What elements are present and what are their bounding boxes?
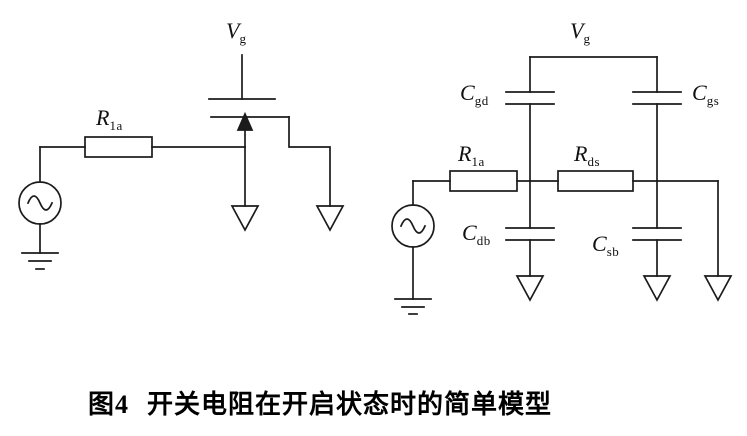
label-vg-right: Vg	[570, 18, 591, 46]
label-r1a-right: R1a	[458, 141, 485, 169]
ac-source-icon	[18, 146, 62, 254]
ground-triangle-icon	[230, 205, 260, 232]
ground-triangle-icon	[515, 275, 545, 302]
resistor-rds-body	[557, 170, 634, 192]
capacitor-cgs-icon	[632, 56, 682, 182]
figure-title: 开关电阻在开启状态时的简单模型	[147, 390, 553, 419]
ground-icon	[394, 298, 432, 315]
ground-triangle-icon	[315, 205, 345, 232]
label-cgd: Cgd	[460, 80, 489, 108]
resistor-r1a-body	[449, 170, 518, 192]
figure-number: 图4	[87, 390, 129, 419]
label-cdb: Cdb	[462, 220, 491, 248]
wire	[288, 116, 331, 207]
label-csb: Csb	[592, 231, 620, 259]
capacitor-csb-icon	[632, 180, 682, 277]
ground-triangle-icon	[642, 275, 672, 302]
capacitor-cdb-icon	[505, 180, 555, 277]
label-vg-left: Vg	[226, 18, 247, 46]
ground-triangle-icon	[703, 275, 733, 302]
figure-caption: 图4 开关电阻在开启状态时的简单模型	[40, 384, 600, 421]
capacitor-cgd-icon	[505, 56, 555, 182]
label-rds: Rds	[574, 141, 601, 169]
resistor-r1a-body	[84, 136, 153, 158]
mosfet-icon	[208, 54, 290, 148]
label-r1a-left: R1a	[96, 105, 123, 133]
body-arrow	[236, 111, 254, 131]
label-cgs: Cgs	[692, 80, 720, 108]
right-circuit	[391, 56, 733, 315]
ground-icon	[21, 252, 59, 270]
ac-source-icon	[391, 180, 435, 300]
left-circuit	[18, 54, 345, 270]
